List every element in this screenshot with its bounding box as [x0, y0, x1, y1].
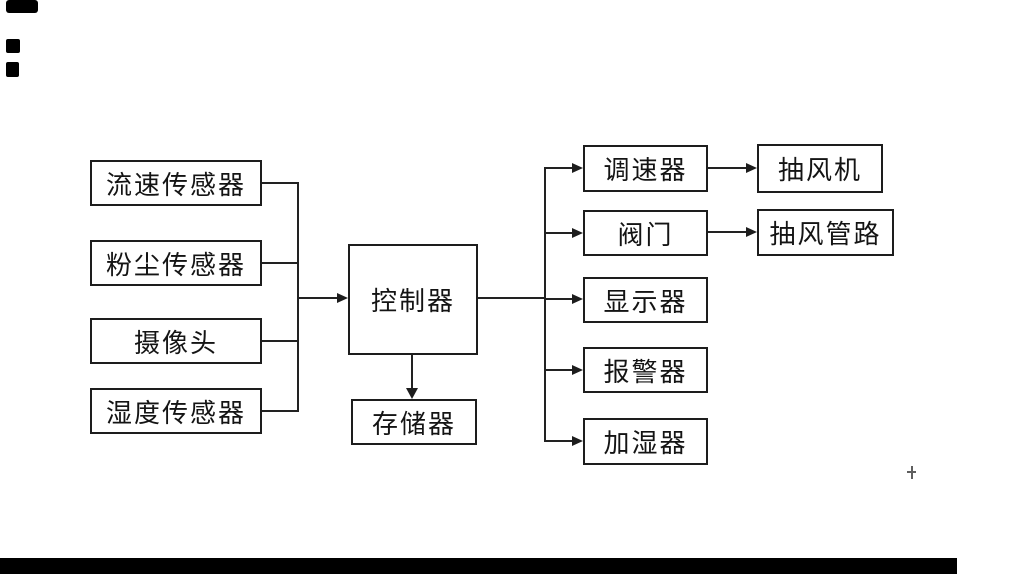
- connector-line: [297, 297, 337, 299]
- arrowhead-into-display: [572, 294, 583, 304]
- arrowhead-into-humidifier: [572, 436, 583, 446]
- scan-artifact-left-square-1: [6, 39, 20, 53]
- connector-line: [262, 410, 298, 412]
- node-exhaust-fan: 抽风机: [757, 144, 883, 193]
- arrowhead-into-storage: [406, 388, 418, 399]
- arrowhead-into-valve: [572, 228, 583, 238]
- node-display: 显示器: [583, 277, 708, 323]
- connector-line: [545, 298, 572, 300]
- arrowhead-into-alarm: [572, 365, 583, 375]
- node-valve: 阀门: [583, 210, 708, 256]
- node-controller: 控制器: [348, 244, 478, 355]
- node-flow-speed-sensor: 流速传感器: [90, 160, 262, 206]
- scan-artifact-top-left-bar: [6, 0, 38, 13]
- arrowhead-into-exhaust-fan: [746, 163, 757, 173]
- connector-line: [478, 297, 545, 299]
- node-dust-sensor: 粉尘传感器: [90, 240, 262, 286]
- connector-line: [411, 355, 413, 389]
- scan-artifact-left-square-2: [6, 62, 19, 77]
- arrowhead-into-controller: [337, 293, 348, 303]
- connector-line: [262, 182, 298, 184]
- connector-line: [545, 232, 572, 234]
- node-speed-regulator: 调速器: [583, 145, 708, 192]
- connector-line: [262, 340, 298, 342]
- arrowhead-into-speed-regulator: [572, 163, 583, 173]
- node-camera: 摄像头: [90, 318, 262, 364]
- connector-line: [262, 262, 298, 264]
- node-storage: 存储器: [351, 399, 477, 445]
- connector-line: [545, 369, 572, 371]
- arrowhead-into-exhaust-duct: [746, 227, 757, 237]
- connector-line: [545, 440, 572, 442]
- node-humidifier: 加湿器: [583, 418, 708, 465]
- connector-line: [708, 167, 746, 169]
- connector-line: [545, 167, 572, 169]
- node-humidity-sensor: 湿度传感器: [90, 388, 262, 434]
- connector-line: [708, 231, 746, 233]
- scan-artifact-bottom-bar: [0, 558, 957, 574]
- node-alarm: 报警器: [583, 347, 708, 393]
- node-exhaust-duct: 抽风管路: [757, 209, 894, 256]
- output-bus-line: [544, 167, 546, 442]
